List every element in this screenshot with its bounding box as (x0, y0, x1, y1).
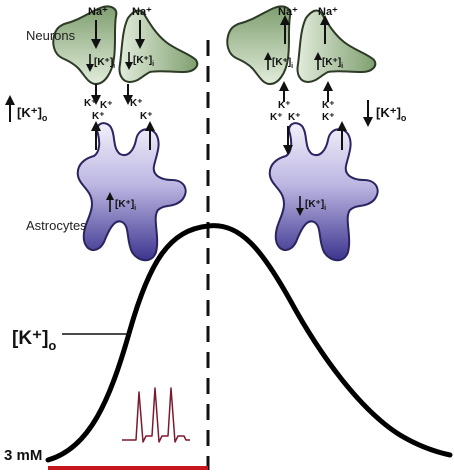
svg-text:[K⁺]i: [K⁺]i (94, 57, 115, 70)
svg-text:[K⁺]i: [K⁺]i (115, 199, 136, 212)
right-k-ion-4: K⁺ (322, 100, 335, 111)
right-astro-ki: [K⁺]i (296, 196, 326, 216)
right-k-ion-3: K⁺ (288, 112, 301, 123)
left-presynaptic-neuron (52, 5, 118, 86)
k-o-axis-label: [K⁺]o (12, 328, 56, 353)
right-astrocyte (268, 122, 379, 262)
left-astrocyte (76, 122, 187, 262)
svg-text:[K⁺]o: [K⁺]o (17, 105, 48, 123)
right-presynaptic-neuron (226, 5, 292, 86)
left-astro-ki: [K⁺]i (106, 192, 136, 212)
astrocytes-label: Astrocytes (26, 218, 87, 233)
svg-text:[K⁺]i: [K⁺]i (322, 57, 343, 70)
left-k-ion-2: K⁺ (100, 100, 113, 111)
left-k-ion-5: K⁺ (140, 111, 153, 122)
right-na-label-2: Na⁺ (318, 6, 338, 18)
left-postsynaptic-neuron (118, 9, 199, 84)
svg-text:[K⁺]i: [K⁺]i (272, 57, 293, 70)
svg-text:[K⁺]i: [K⁺]i (305, 199, 326, 212)
left-neuron-pair (52, 5, 199, 86)
k-o-concentration-curve (45, 223, 453, 463)
left-neuron-ki-1: [K⁺]i (86, 54, 115, 72)
right-k-o-indicator: [K⁺]o (363, 100, 407, 127)
right-neuron-pair (226, 5, 377, 86)
right-k-ion-1: K⁺ (278, 100, 291, 111)
concentration-curve-graph: [K⁺]o 3 mM (4, 40, 453, 470)
svg-text:[K⁺]i: [K⁺]i (133, 55, 154, 68)
right-na-label-1: Na⁺ (278, 6, 298, 18)
left-k-ion-3: K⁺ (92, 111, 105, 122)
right-neuron-ki-2: [K⁺]i (314, 52, 343, 70)
right-k-ion-2: K⁺ (270, 112, 283, 123)
right-neuron-ki-1: [K⁺]i (264, 52, 293, 70)
left-na-label-2: Na⁺ (132, 6, 152, 18)
left-k-o-indicator: [K⁺]o (5, 95, 48, 123)
left-na-label-1: Na⁺ (88, 6, 108, 18)
right-postsynaptic-neuron (296, 9, 377, 84)
left-neuron-ki-2: [K⁺]i (125, 52, 154, 70)
svg-text:[K⁺]o: [K⁺]o (376, 105, 407, 123)
left-k-ion-1: K⁺ (84, 98, 97, 109)
right-k-ion-5: K⁺ (322, 112, 335, 123)
action-potential-trace (122, 387, 190, 443)
left-panel: Na⁺ Na⁺ [K⁺]i [K⁺]i Neurons [K⁺]o K⁺ K⁺ … (5, 5, 199, 262)
baseline-label: 3 mM (4, 447, 42, 464)
right-panel: Na⁺ Na⁺ [K⁺]i [K⁺]i K⁺ K⁺ K⁺ K⁺ K⁺ [K⁺]o… (226, 5, 407, 262)
left-k-ion-4: K⁺ (130, 98, 143, 109)
neurons-label: Neurons (26, 28, 76, 43)
